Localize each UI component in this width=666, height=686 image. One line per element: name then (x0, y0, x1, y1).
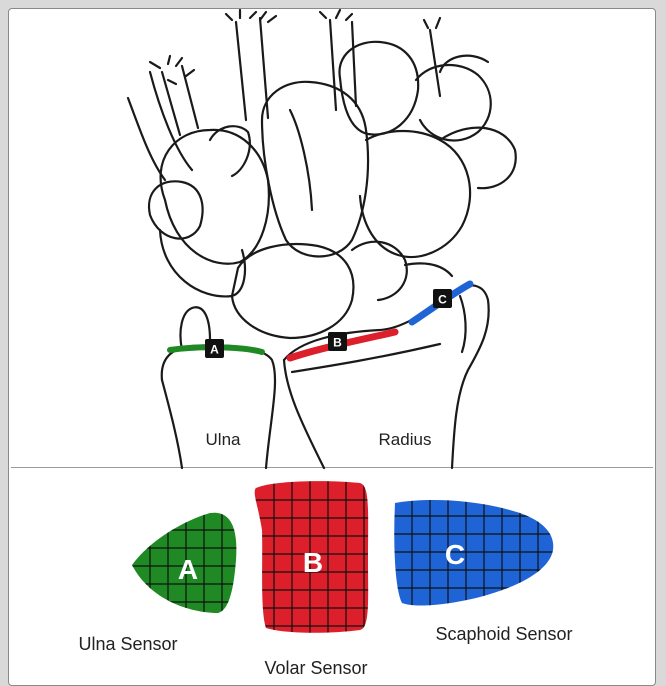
ulna-sensor-name: Ulna Sensor (78, 634, 177, 654)
marker-c-label: C (438, 293, 447, 307)
metacarpal-tip-e (424, 18, 440, 28)
carpal-lunate (232, 244, 353, 338)
metacarpal-tip-a (150, 56, 182, 68)
metacarpal-5 (128, 98, 165, 180)
marker-a-label: A (210, 343, 219, 357)
metacarpal-5b (150, 72, 192, 170)
metacarpal-4 (430, 30, 440, 96)
radius-dorsal (460, 296, 466, 352)
metacarpal-3b (352, 22, 356, 106)
marker-b-label: B (333, 336, 342, 350)
carpal-lunate-2 (352, 242, 407, 300)
carpal-trapezoid (339, 42, 418, 135)
carpal-hamate (161, 130, 269, 264)
metacarpal-3 (330, 20, 336, 110)
volar-sensor-shape: B (250, 475, 375, 640)
metacarpal-2 (236, 22, 246, 120)
marker-b: B (328, 332, 347, 351)
carpal-hook (210, 126, 250, 176)
volar-sensor-letter: B (303, 547, 323, 578)
marker-a: A (205, 339, 224, 358)
metacarpal-tip-d (320, 10, 352, 20)
carpal-scaphoid (360, 131, 470, 257)
metacarpal-tip-f (168, 70, 194, 84)
marker-c: C (433, 289, 452, 308)
carpal-capitate (262, 82, 368, 257)
radius-ulnar-edge (284, 360, 324, 468)
carpal-trapezium-2 (440, 56, 488, 72)
ulna-sensor-shape: A (125, 505, 245, 620)
wrist-bones-drawing (128, 10, 516, 468)
scaphoid-sensor-letter: C (445, 539, 465, 570)
carpal-scaphoid-tubercle (440, 128, 516, 189)
radius-label: Radius (379, 430, 432, 449)
metacarpal-1b (182, 66, 198, 128)
volar-sensor-name: Volar Sensor (264, 658, 367, 678)
scaphoid-sensor-shape: C (390, 495, 560, 612)
carpal-radial-fold (405, 263, 452, 276)
scaphoid-sensor-name: Scaphoid Sensor (435, 624, 572, 644)
metacarpal-tip-b (226, 10, 256, 20)
carpal-capitate-inner (290, 110, 312, 210)
ulna-inner (162, 380, 182, 468)
metacarpal-tip-c (260, 12, 276, 22)
carpal-trapezium (416, 65, 491, 141)
ulna-label: Ulna (206, 430, 242, 449)
ulna-sensor-letter: A (178, 554, 198, 585)
